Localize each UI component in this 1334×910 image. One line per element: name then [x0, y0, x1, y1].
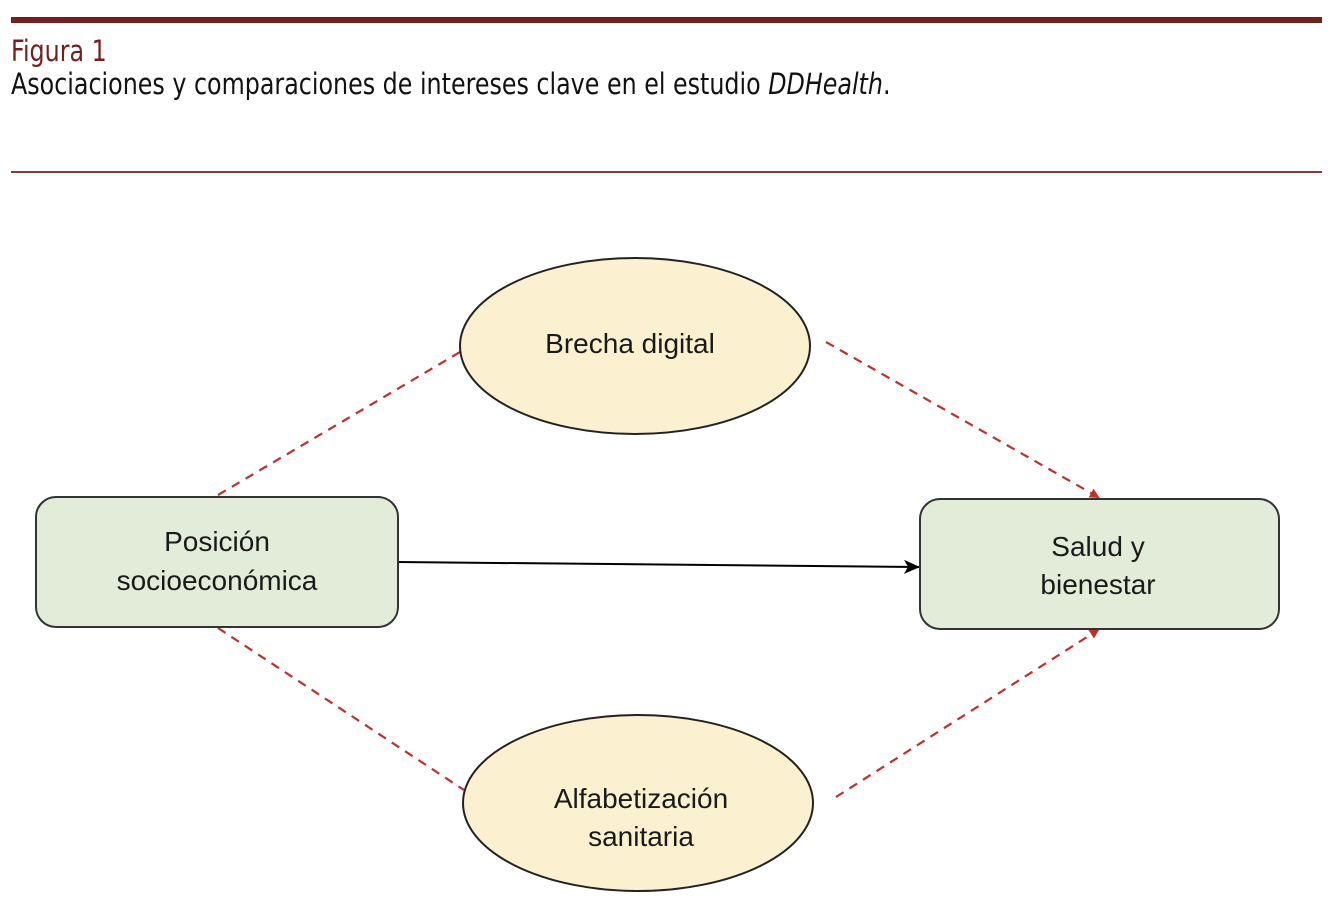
node-health: Salud y bienestar	[919, 498, 1280, 630]
node-ses: Posición socioeconómica	[35, 496, 399, 628]
figure-label: Figura 1	[11, 34, 107, 68]
node-ses-label-1: Posición	[164, 526, 270, 557]
node-digital-label: Brecha digital	[545, 328, 715, 359]
edge-literacy-health	[835, 628, 1100, 798]
edge-ses-health	[397, 559, 920, 574]
figure-title: Asociaciones y comparaciones de interese…	[11, 67, 891, 101]
title-text: Asociaciones y comparaciones de interese…	[11, 67, 769, 101]
edge-digital-health	[825, 341, 1100, 498]
node-digital: Brecha digital	[459, 257, 811, 435]
title-suffix: .	[882, 67, 891, 101]
title-italic: DDHealth	[768, 67, 883, 101]
caption-rule	[11, 171, 1322, 173]
node-literacy-label-1: Alfabetización	[554, 783, 728, 814]
node-literacy-label-2: sanitaria	[588, 821, 694, 852]
node-health-label-1: Salud y	[1051, 531, 1144, 562]
node-literacy: Alfabetización sanitaria	[462, 714, 814, 892]
node-ses-label-2: socioeconómica	[117, 565, 318, 596]
top-rule	[11, 17, 1322, 23]
node-health-label-2: bienestar	[1040, 569, 1155, 600]
edge-ses-literacy	[217, 627, 465, 791]
edge-ses-digital	[217, 351, 461, 496]
